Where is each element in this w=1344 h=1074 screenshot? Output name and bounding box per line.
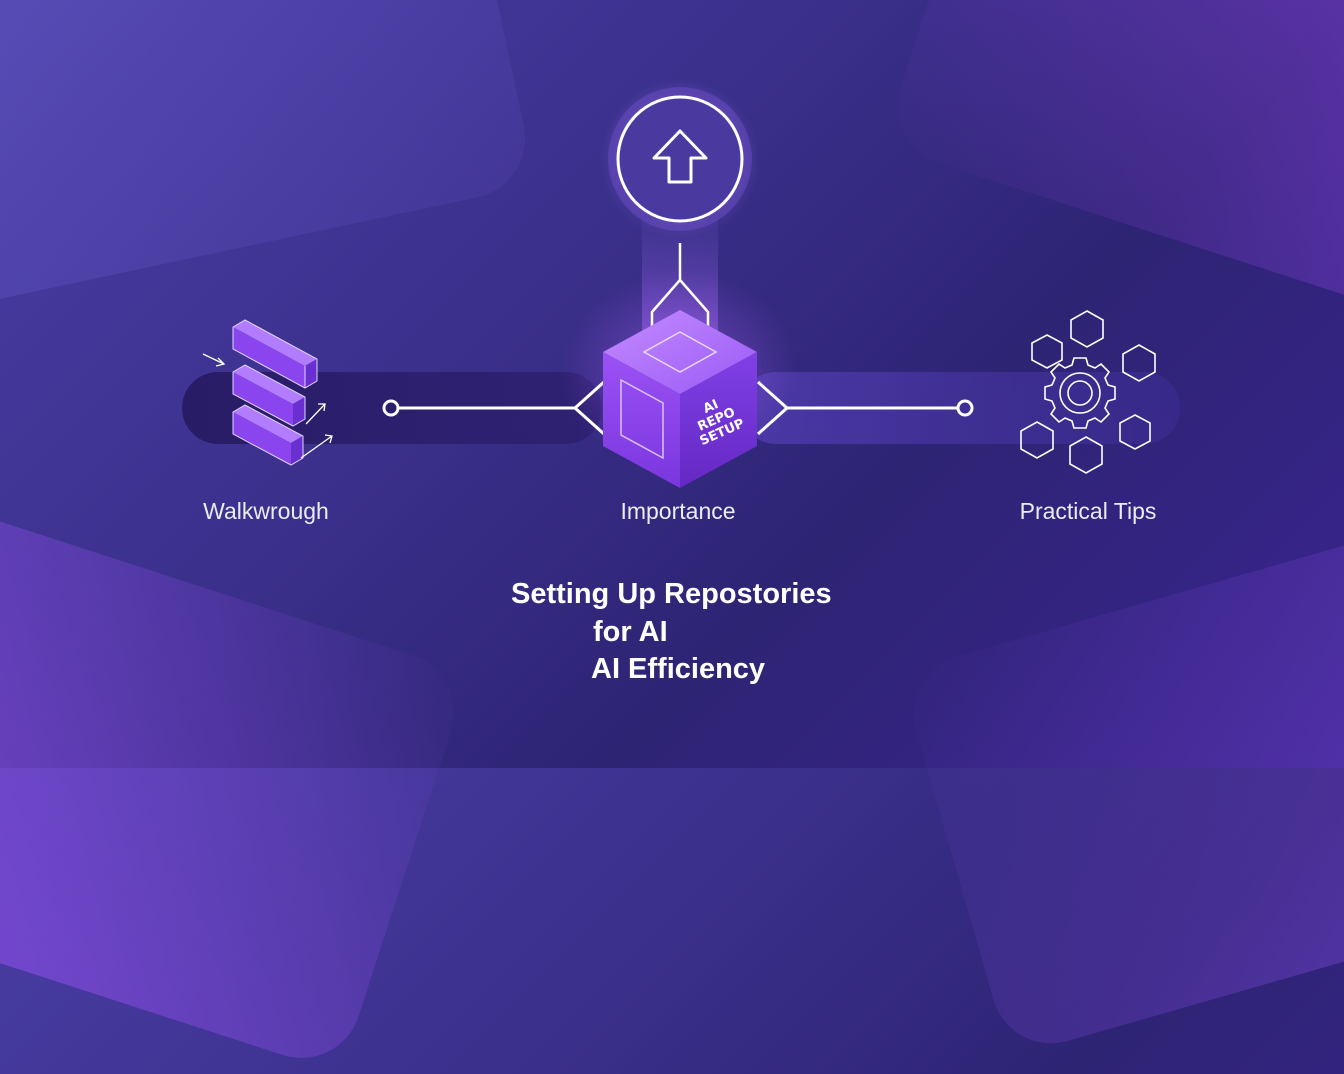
connector-left xyxy=(382,380,606,436)
title-line-1: Setting Up Repostories xyxy=(511,578,832,610)
arrow-up-circle-icon xyxy=(600,79,760,239)
title-line-2: for AI xyxy=(593,616,668,648)
cube-text-line: AI xyxy=(701,397,721,417)
gear-hexagons-icon xyxy=(1020,310,1156,474)
node-label-importance: Importance xyxy=(620,498,736,524)
ai-repo-cube-icon: AI REPO SETUP xyxy=(603,310,757,488)
vertical-connector xyxy=(650,243,710,330)
node-label-practical-tips: Practical Tips xyxy=(1019,498,1157,524)
diagram-graphics: AI REPO SETUP xyxy=(202,79,1156,488)
title-line-3: AI Efficiency xyxy=(591,653,766,685)
stacked-blocks-icon xyxy=(202,319,333,466)
connector-right xyxy=(756,380,974,436)
node-label-walkthrough: Walkwrough xyxy=(203,498,329,524)
